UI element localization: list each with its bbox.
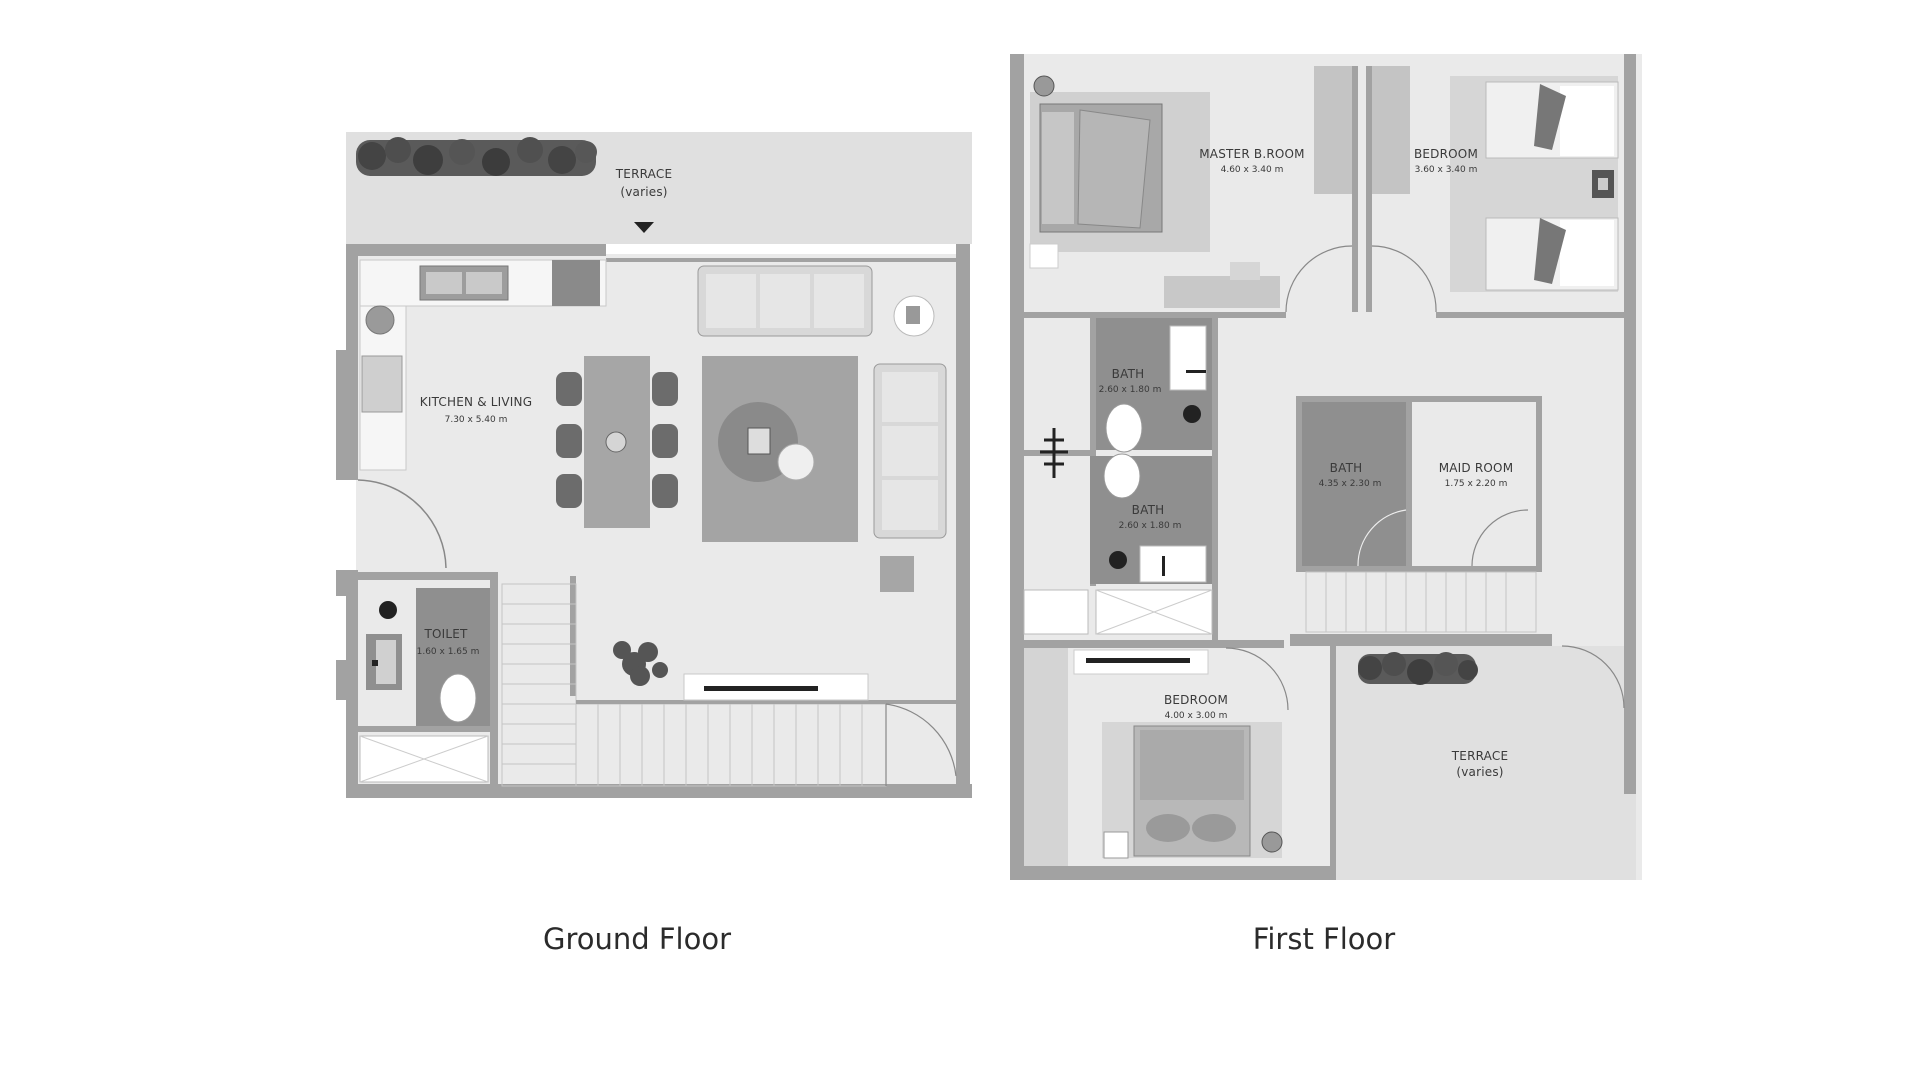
bedroom-2-door [1225, 647, 1289, 711]
bedroom-2-label: BEDROOM [1164, 693, 1228, 707]
maid-room-label: MAID ROOM [1439, 461, 1514, 475]
first-floor-stairs [1305, 571, 1537, 633]
master-door [1285, 245, 1353, 313]
first-terrace-area [1336, 646, 1636, 880]
kitchen-appliance [361, 355, 403, 413]
coffee-side-table [777, 443, 815, 481]
bath-3-dims: 4.35 x 2.30 m [1319, 479, 1382, 489]
ground-walls [336, 244, 972, 798]
bath-2-drain-icon [1109, 551, 1127, 569]
bedroom-1-label: BEDROOM [1414, 147, 1478, 161]
kitchen-plant-icon [365, 305, 395, 335]
staircase-handle-icon [1040, 428, 1068, 478]
maid-room-dims: 1.75 x 2.20 m [1445, 479, 1508, 489]
bath-3-door [1357, 509, 1407, 567]
bath-3-room [1302, 402, 1406, 566]
first-terrace-door [1561, 645, 1625, 709]
fridge [552, 260, 600, 306]
kitchen-living-dims: 7.30 x 5.40 m [445, 415, 508, 425]
maid-room [1412, 402, 1536, 566]
master-lamp-icon [1033, 75, 1055, 97]
bath-1-dims: 2.60 x 1.80 m [1099, 385, 1162, 395]
bedroom-1-door [1371, 245, 1437, 313]
bath-2-vanity [1139, 545, 1207, 583]
bedroom-2-wall-left [1024, 648, 1068, 866]
ground-hedge-planter [356, 137, 597, 176]
ground-floor-caption: Ground Floor [542, 922, 732, 956]
bedroom-2-dims: 4.00 x 3.00 m [1165, 711, 1228, 721]
toilet-bowl-icon [439, 673, 477, 723]
bath-2-dims: 2.60 x 1.80 m [1119, 521, 1182, 531]
ottoman [880, 556, 914, 592]
bath-1-toilet-icon [1105, 403, 1143, 453]
linen-closet [1023, 589, 1089, 635]
ground-terrace-dims: (varies) [620, 185, 667, 199]
first-floor-plan: MASTER B.ROOM 4.60 x 3.40 m BEDROOM 3.60… [1010, 54, 1642, 880]
bedroom-2-lamp-icon [1261, 831, 1283, 853]
tv-icon [704, 686, 818, 691]
master-bedroom-dims: 4.60 x 3.40 m [1221, 165, 1284, 175]
bath-2-toilet-icon [1103, 453, 1141, 499]
stair-door [885, 703, 957, 786]
maid-room-door [1471, 509, 1529, 567]
first-hedge-planter [1358, 652, 1478, 685]
first-terrace-dims: (varies) [1456, 765, 1503, 779]
toilet-dims: 1.60 x 1.65 m [417, 647, 480, 657]
wardrobe-1 [1314, 66, 1352, 194]
entry-arrow-icon [634, 222, 654, 233]
bath-1-label: BATH [1112, 367, 1145, 381]
bath-1-vanity [1169, 325, 1207, 391]
first-floor-walls [1010, 54, 1636, 880]
entry-door [357, 479, 447, 569]
table-vase-icon [605, 431, 627, 453]
master-desk [1164, 276, 1280, 308]
master-nightstand [1029, 243, 1059, 269]
master-bedroom-label: MASTER B.ROOM [1199, 147, 1304, 161]
bath-2-label: BATH [1132, 503, 1165, 517]
bath-3-label: BATH [1330, 461, 1363, 475]
ground-terrace-label: TERRACE [615, 167, 672, 181]
bedroom-1-dims: 3.60 x 3.40 m [1415, 165, 1478, 175]
first-floor-caption: First Floor [1252, 922, 1396, 956]
dining-chairs [556, 372, 678, 508]
kitchen-living-label: KITCHEN & LIVING [420, 395, 532, 409]
potted-plant-icon [613, 641, 668, 686]
bath-1-drain-icon [1183, 405, 1201, 423]
toilet-label: TOILET [423, 627, 468, 641]
toilet-drain-icon [379, 601, 397, 619]
bedroom-2-nightstand-left [1103, 831, 1129, 859]
wardrobe-2 [1372, 66, 1410, 194]
first-terrace-label: TERRACE [1451, 749, 1508, 763]
ground-floor-plan: TERRACE (varies) KITCHEN [336, 132, 972, 798]
